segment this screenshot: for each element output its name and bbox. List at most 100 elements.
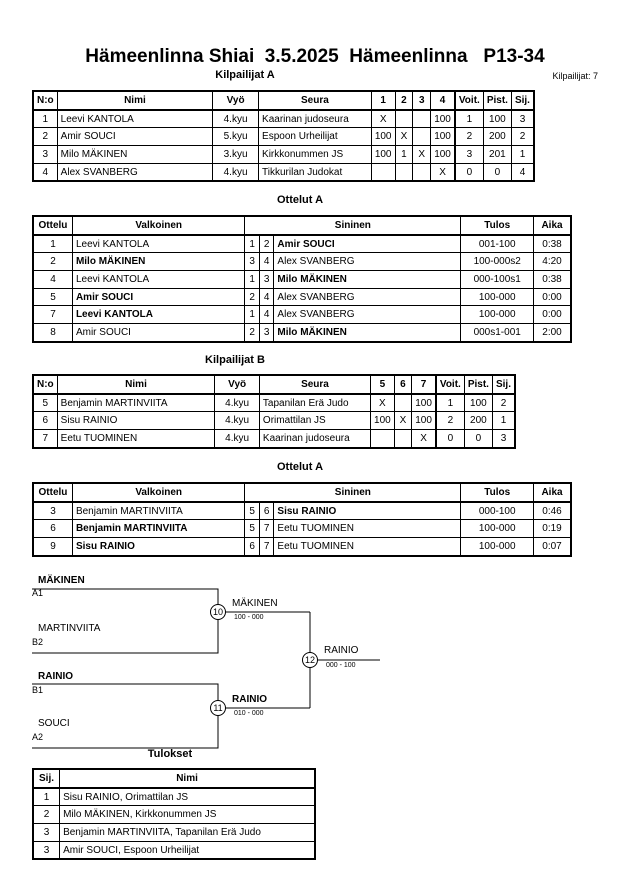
table-cell	[393, 429, 413, 449]
match-number: 4	[32, 270, 73, 289]
table-cell: 2	[510, 127, 535, 147]
table-cell: Leevi KANTOLA	[56, 109, 214, 129]
white-player: Benjamin MARTINVIITA	[71, 519, 246, 539]
table-cell: 100	[430, 109, 456, 129]
white-player: Leevi KANTOLA	[71, 305, 246, 325]
table-cell: 100	[430, 145, 456, 164]
table-cell: 0	[482, 162, 512, 182]
competitor-count: Kilpailijat: 7	[552, 71, 598, 81]
table-cell: Kaarinan judoseura	[258, 429, 372, 449]
table-cell: 2	[32, 805, 61, 825]
blue-number: 2	[258, 234, 275, 254]
table-cell: X	[412, 145, 432, 164]
match-11-score: 010 - 000	[234, 710, 264, 717]
column-header: Tulos	[460, 215, 535, 236]
table-cell: X	[394, 127, 414, 147]
table-cell: X	[411, 429, 437, 449]
match-12-number: 12	[302, 652, 318, 668]
match-time: 4:20	[533, 252, 572, 272]
table-cell: 1	[510, 145, 535, 164]
table-cell: 2	[453, 127, 484, 147]
table-cell: Milo MÄKINEN	[56, 145, 214, 164]
white-number: 1	[244, 270, 260, 289]
match-time: 0:19	[533, 519, 572, 539]
pool_a-header: Seura	[258, 90, 372, 111]
bracket-seed-3-name: RAINIO	[38, 671, 73, 682]
blue-player: Sisu RAINIO	[273, 501, 462, 521]
column-header: Valkoinen	[71, 482, 246, 503]
pool_a-header: Sij.	[510, 90, 535, 111]
table-cell: Tapanilan Erä Judo	[258, 393, 372, 413]
table-cell: 3	[32, 823, 61, 842]
pool_b-header: Seura	[258, 374, 372, 395]
match-number: 9	[32, 537, 73, 557]
white-player: Sisu RAINIO	[71, 537, 246, 557]
white-number: 1	[244, 234, 260, 254]
table-cell: 1	[434, 393, 465, 413]
table-cell: 1	[491, 411, 516, 431]
blue-number: 7	[258, 537, 275, 557]
matches-a-heading: Ottelut A	[276, 194, 324, 206]
white-player: Amir SOUCI	[71, 287, 246, 307]
table-cell	[412, 109, 432, 129]
blue-player: Alex SVANBERG	[273, 287, 462, 307]
white-player: Leevi KANTOLA	[71, 270, 246, 289]
pool_a-header: 3	[412, 90, 432, 111]
table-cell	[393, 393, 413, 413]
pool_b-header: Voit.	[434, 374, 465, 395]
table-cell: 0	[463, 429, 493, 449]
table-cell	[370, 162, 396, 182]
match-number: 1	[32, 234, 73, 254]
column-header: Ottelu	[32, 215, 73, 236]
table-cell: 2	[434, 411, 465, 431]
pool_a-header: Nimi	[56, 90, 214, 111]
match-12-winner: RAINIO	[324, 645, 359, 656]
white-number: 5	[244, 501, 260, 521]
table-cell: 2	[32, 127, 58, 147]
table-cell: 1	[32, 109, 58, 129]
white-player: Amir SOUCI	[71, 323, 246, 343]
white-number: 2	[244, 287, 260, 307]
table-cell: 3	[491, 429, 516, 449]
match-time: 0:07	[533, 537, 572, 557]
bracket-seed-1-code: A1	[32, 588, 44, 598]
bracket-seed-2-code: B2	[32, 637, 44, 647]
bracket-seed-2-name: MARTINVIITA	[38, 623, 101, 634]
blue-number: 6	[258, 501, 275, 521]
pool_a-header: 4	[430, 90, 456, 111]
table-cell: Kaarinan judoseura	[258, 109, 372, 129]
white-player: Leevi KANTOLA	[71, 234, 246, 254]
table-cell: Tikkurilan Judokat	[258, 162, 372, 182]
table-cell: 3.kyu	[212, 145, 260, 164]
table-cell	[394, 162, 414, 182]
page-title: Hämeenlinna Shiai 3.5.2025 Hämeenlinna P…	[85, 46, 545, 67]
bracket-seed-4-code: A2	[32, 732, 44, 742]
blue-player: Milo MÄKINEN	[273, 323, 462, 343]
table-cell: 100	[463, 393, 493, 413]
table-cell: Milo MÄKINEN, Kirkkonummen JS	[59, 805, 316, 825]
blue-player: Eetu TUOMINEN	[273, 537, 462, 557]
match-time: 0:38	[533, 234, 572, 254]
pool_b-header: Sij.	[491, 374, 516, 395]
table-cell: 4.kyu	[212, 109, 260, 129]
table-cell: X	[370, 393, 395, 413]
table-cell: 0	[434, 429, 465, 449]
pool_a-header: N:o	[32, 90, 58, 111]
column-header: Aika	[533, 482, 572, 503]
pool-b-heading: Kilpailijat B	[205, 354, 265, 366]
table-cell: Sisu RAINIO	[56, 411, 216, 431]
table-cell: 100	[430, 127, 456, 147]
